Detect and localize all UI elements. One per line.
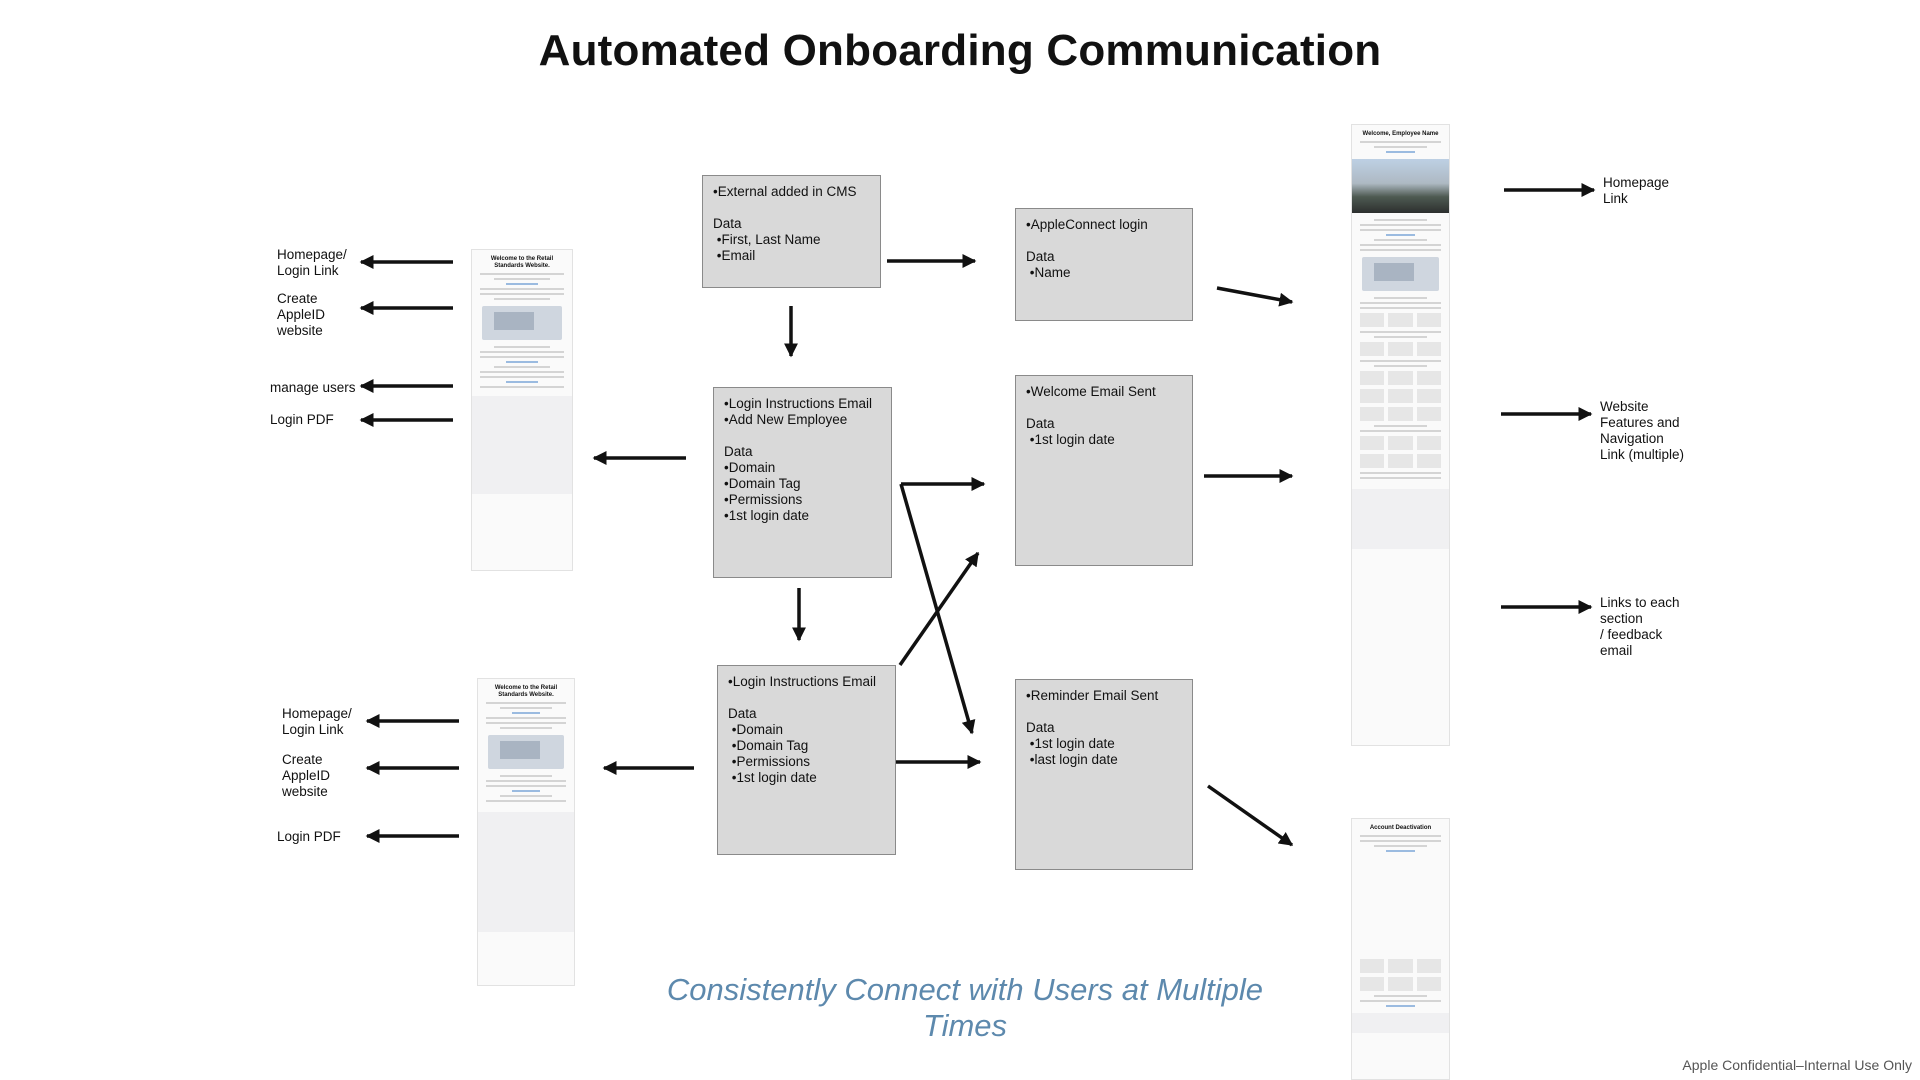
thumbnail-heading: Welcome to the Retail Standards Website. [494, 685, 558, 698]
welcome-email-thumbnail: Welcome, Employee Name [1351, 124, 1450, 746]
arrow-loginnew-to-reminder [899, 483, 976, 735]
thumbnail-heading: Welcome, Employee Name [1362, 131, 1439, 137]
login-email-thumbnail-bottom: Welcome to the Retail Standards Website. [477, 678, 575, 986]
label-bottom-homepage-login: Homepage/Login Link [282, 706, 352, 737]
label-top-login-pdf: Login PDF [270, 412, 334, 427]
laptop-image [488, 735, 564, 769]
arrow-login-to-welcome [898, 551, 980, 667]
label-top-homepage-login: Homepage/Login Link [277, 247, 347, 278]
arrow-appleconnect-to-welcomethumb [1216, 286, 1294, 307]
label-bottom-login-pdf: Login PDF [277, 829, 341, 844]
label-top-manage-users: manage users [270, 380, 356, 395]
tagline: Consistently Connect with Users at Multi… [666, 972, 1264, 1043]
thumbnail-heading: Welcome to the Retail Standards Website. [490, 256, 554, 269]
store-photo [1352, 159, 1449, 213]
laptop-image [1362, 257, 1439, 291]
box-login-instructions-new-employee: •Login Instructions Email•Add New Employ… [713, 387, 892, 578]
diagram-title: Automated Onboarding Communication [538, 26, 1382, 75]
arrow-reminder-to-deactivation [1206, 784, 1294, 847]
thumbnail-heading: Account Deactivation [1369, 825, 1432, 831]
deactivation-email-thumbnail: Account Deactivation [1351, 818, 1450, 1080]
confidential-footer: Apple Confidential–Internal Use Only [1682, 1057, 1912, 1073]
login-email-thumbnail-top: Welcome to the Retail Standards Website. [471, 249, 573, 571]
laptop-image [482, 306, 562, 340]
